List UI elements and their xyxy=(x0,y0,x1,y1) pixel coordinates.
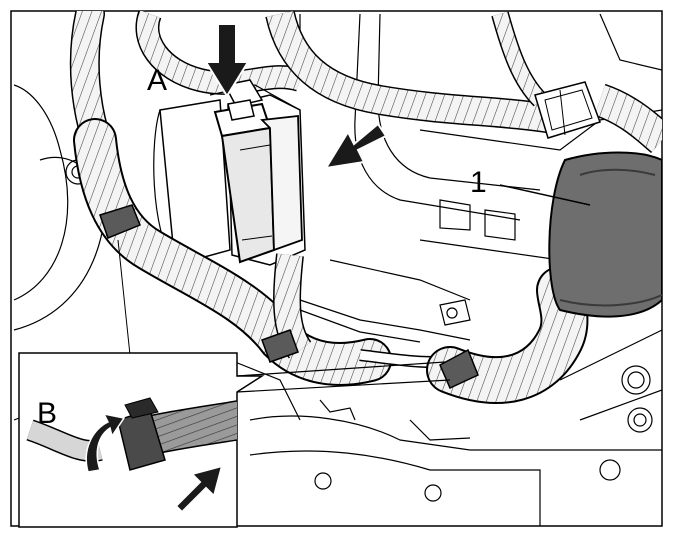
callout-1-label: 1 xyxy=(470,166,487,199)
callout-a-label: A xyxy=(147,64,167,97)
upper-harness xyxy=(69,11,662,165)
press-arrow-down xyxy=(204,23,250,98)
rubber-boot xyxy=(548,151,662,318)
callout-1-leader xyxy=(499,184,591,206)
clamp-leader-line xyxy=(117,239,131,356)
upper-connector xyxy=(534,81,601,139)
callout-b-label: B xyxy=(37,397,57,430)
connector-a xyxy=(213,99,303,264)
harness-clamps xyxy=(99,204,479,390)
inset-detail-b xyxy=(18,352,451,528)
slide-arrow-left xyxy=(324,122,388,170)
main-scene xyxy=(13,11,662,526)
